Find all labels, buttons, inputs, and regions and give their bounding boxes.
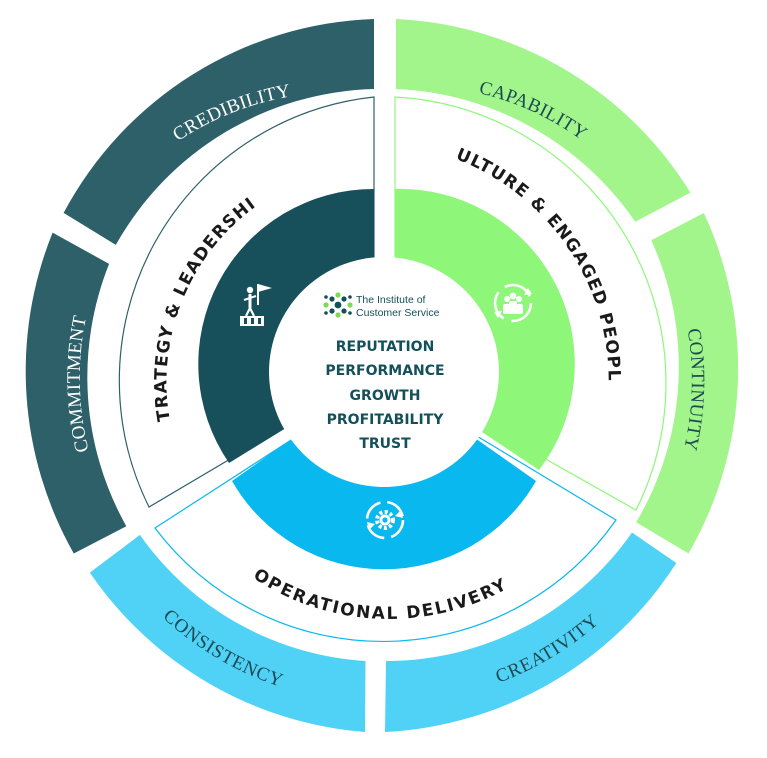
segment-credibility [63, 19, 374, 245]
center-item-performance: PERFORMANCE [325, 363, 444, 379]
people-cycle-icon [493, 283, 533, 323]
segment-capability [396, 19, 691, 222]
logo-text-line1: The Institute of [356, 294, 426, 306]
center-item-trust: TRUST [359, 436, 411, 452]
segment-commitment [25, 232, 127, 554]
logo-text-line2: Customer Service [356, 307, 440, 319]
center-item-reputation: REPUTATION [336, 339, 435, 355]
institute-logo-icon [323, 292, 353, 318]
gear-cycle-icon [365, 500, 405, 540]
segment-continuity [636, 213, 739, 554]
summit-flag-icon [240, 284, 272, 326]
center-item-profitability: PROFITABILITY [327, 412, 445, 428]
center-item-growth: GROWTH [350, 388, 421, 404]
segment-consistency [89, 534, 366, 732]
segment-creativity [385, 532, 677, 732]
